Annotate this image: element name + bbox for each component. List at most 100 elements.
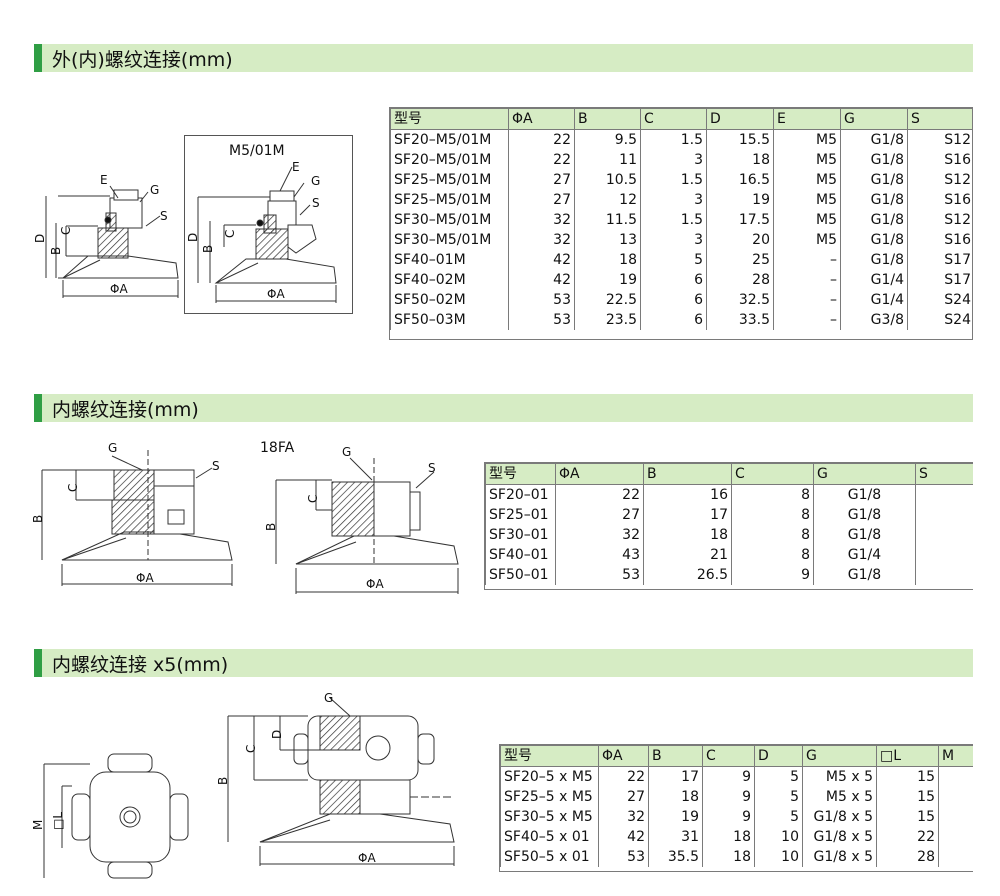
cell: G1/8 (840, 230, 908, 250)
cell: – (773, 270, 841, 290)
cell: 13 (574, 230, 641, 250)
col-header-g: G (813, 463, 916, 485)
cell: M5 (773, 230, 841, 250)
cell: G1/8 (813, 565, 916, 585)
col-header-d: D (706, 108, 774, 130)
cell: M5 (773, 210, 841, 230)
cell: 33.5 (706, 310, 774, 330)
cell: G1/8 (840, 250, 908, 270)
cell: 3 (938, 847, 973, 867)
cell-model: SF50–03M (390, 310, 509, 330)
suction-cup-drawing-external-thread: E G S D B C ΦA (33, 173, 179, 298)
cell-model: SF20–01 (485, 484, 556, 505)
cell-model: SF30–M5/01M (390, 210, 509, 230)
label-18fa: 18FA (260, 440, 295, 456)
cell: G1/8 (813, 484, 916, 505)
cell: 18 (574, 250, 641, 270)
col-header-b: B (574, 108, 641, 130)
section-header-internal-thread-x5: 内螺纹连接 x5(mm) (34, 649, 973, 677)
cell: 20 (706, 230, 774, 250)
cell: 2 (938, 787, 973, 807)
label-phia: ΦA (267, 287, 285, 301)
cell: 15 (876, 807, 939, 827)
col-header-phia: ΦA (555, 463, 644, 485)
section-title: 内螺纹连接(mm) (52, 398, 199, 421)
col-header-g: G (840, 108, 908, 130)
cell: S1 (915, 484, 973, 505)
label-c: C (306, 495, 320, 503)
cell: 26.5 (643, 565, 732, 585)
cell-model: SF20–M5/01M (390, 150, 509, 170)
cell: 6 (640, 290, 707, 310)
label-s: S (212, 459, 220, 473)
cell: S1 (915, 545, 973, 565)
cell: S1 (915, 505, 973, 525)
cell: S2 (915, 565, 973, 585)
suction-cup-drawing-m501m: M5/01M E G S D B C ΦA (186, 143, 337, 303)
cell: G1/4 (840, 270, 908, 290)
cell: 6 (640, 270, 707, 290)
cell: 1.5 (640, 129, 707, 150)
cell: 11.5 (574, 210, 641, 230)
cell: G1/8 x 5 (802, 827, 877, 847)
col-header-e: E (773, 108, 841, 130)
cell-model: SF25–M5/01M (390, 170, 509, 190)
label-phia: ΦA (366, 577, 384, 591)
cell-model: SF50–01 (485, 565, 556, 585)
cell-model: SF30–01 (485, 525, 556, 545)
cell: M5 (773, 150, 841, 170)
cell: 12 (574, 190, 641, 210)
m501m-drawing-frame (184, 135, 353, 314)
cell: 22 (508, 129, 575, 150)
col-header-c: C (731, 463, 814, 485)
label-c: C (59, 227, 73, 235)
cell: 17 (648, 766, 703, 787)
cell: 21 (643, 545, 732, 565)
cell: M5 (773, 170, 841, 190)
cell: M5 x 5 (802, 787, 877, 807)
label-m501m: M5/01M (229, 143, 285, 159)
cell: 32 (508, 210, 575, 230)
cell: G1/8 x 5 (802, 807, 877, 827)
cell: 18 (643, 525, 732, 545)
cell: 27 (598, 787, 649, 807)
cell: 27 (508, 190, 575, 210)
cell: 10 (754, 847, 803, 867)
cell: S17 (907, 250, 972, 270)
cell-model: SF40–02M (390, 270, 509, 290)
col-header-model: 型号 (500, 745, 599, 767)
cell: 43 (555, 545, 644, 565)
cell: – (773, 290, 841, 310)
label-g: G (108, 441, 117, 455)
cell: 18 (702, 847, 755, 867)
cell: 22 (598, 766, 649, 787)
cell: 53 (508, 290, 575, 310)
cell: 22 (555, 484, 644, 505)
cell-model: SF40–5 x 01 (500, 827, 599, 847)
cell: G1/8 (840, 129, 908, 150)
label-s: S (428, 461, 436, 475)
cell-model: SF30–M5/01M (390, 230, 509, 250)
col-header-model: 型号 (485, 463, 556, 485)
cell: 32.5 (706, 290, 774, 310)
cell: 35.5 (648, 847, 703, 867)
cell: 6 (640, 310, 707, 330)
suction-cup-drawing-internal-thread: G S C B ΦA (31, 441, 233, 586)
cell: 42 (598, 827, 649, 847)
section-header-external-internal-thread: 外(内)螺纹连接(mm) (34, 44, 973, 72)
cell-model: SF20–M5/01M (390, 129, 509, 150)
cell: G1/4 (840, 290, 908, 310)
cell: 5 (640, 250, 707, 270)
cell-model: SF50–5 x 01 (500, 847, 599, 867)
cell: 5 (754, 766, 803, 787)
cell: 3 (640, 150, 707, 170)
